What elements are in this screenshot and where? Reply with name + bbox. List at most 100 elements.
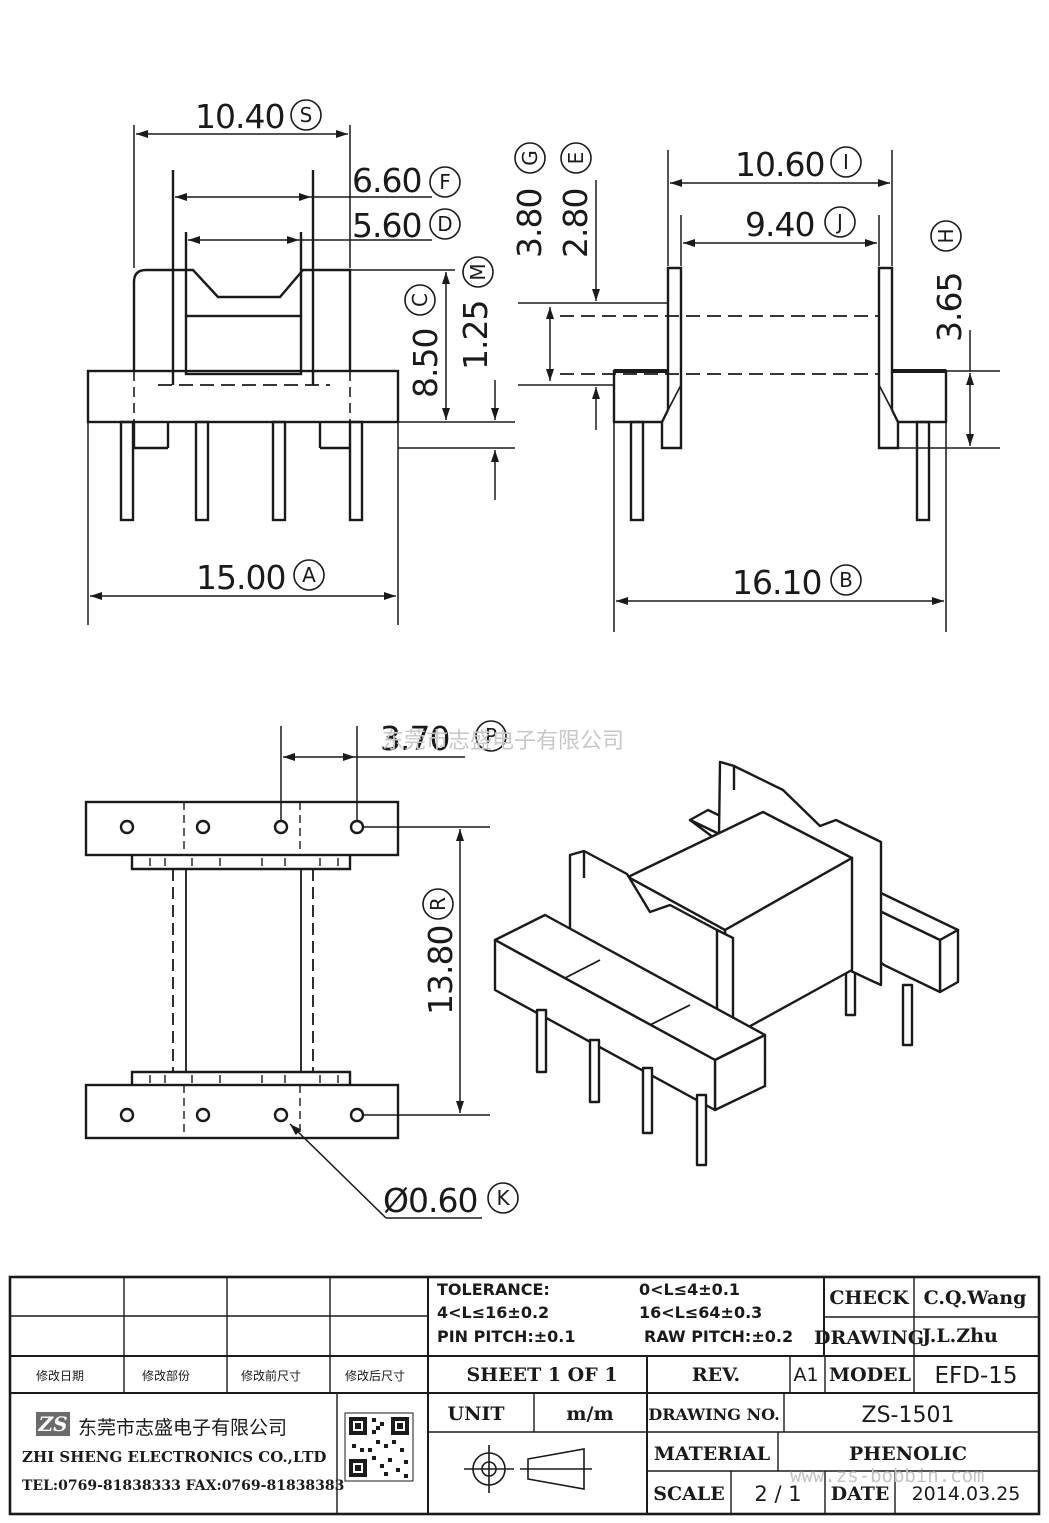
pin-hole bbox=[349, 819, 365, 835]
dim-E-bubble bbox=[560, 142, 592, 174]
dim-R-value: 13.80 bbox=[421, 926, 460, 1015]
side-pin-left bbox=[629, 420, 645, 522]
dim-I-letter: I bbox=[843, 150, 849, 174]
scale-row: SCALE 2 / 1 DATE 2014.03.25 bbox=[653, 1482, 1020, 1506]
unit-row: UNIT m/m DRAWING NO. ZS-1501 bbox=[448, 1403, 955, 1428]
dim-C-letter: C bbox=[408, 293, 432, 307]
title-block bbox=[8, 1275, 1041, 1516]
dim-M-value: 1.25 bbox=[456, 301, 495, 370]
dim-G-value: 3.80 bbox=[510, 189, 549, 258]
approval-cells: CHECK C.Q.Wang DRAWING J.L.Zhu bbox=[814, 1287, 1026, 1349]
pin-hole bbox=[349, 1107, 365, 1123]
date-label: DATE bbox=[831, 1483, 890, 1505]
tolerance-1: 0<L≤4±0.1 bbox=[639, 1280, 740, 1299]
dim-B-letter: B bbox=[839, 568, 853, 592]
front-pin-3 bbox=[271, 420, 287, 522]
dim-H-value: 3.65 bbox=[930, 273, 969, 342]
dim-J-value: 9.40 bbox=[745, 205, 814, 244]
dim-R-letter: R bbox=[426, 897, 450, 911]
dim-D-value: 5.60 bbox=[352, 206, 421, 245]
qr-code bbox=[344, 1412, 414, 1482]
company-contact: TEL:0769-81838333 FAX:0769-81838383 bbox=[22, 1478, 344, 1494]
dim-D-bubble bbox=[429, 208, 461, 240]
rev-value: A1 bbox=[793, 1364, 818, 1386]
front-wall-outline bbox=[132, 268, 352, 371]
dim-J-bubble bbox=[824, 206, 856, 238]
dim-J-letter: J bbox=[835, 210, 843, 234]
check-value: C.Q.Wang bbox=[924, 1287, 1027, 1309]
front-pin-2 bbox=[194, 420, 210, 522]
dim-M-letter: M bbox=[466, 263, 490, 280]
scale-value: 2 / 1 bbox=[754, 1482, 801, 1506]
dim-H-bubble bbox=[930, 220, 962, 252]
dim-K-letter: K bbox=[496, 1186, 510, 1210]
logo-text: ZS bbox=[37, 1412, 67, 1436]
dim-I-bubble bbox=[830, 146, 862, 178]
drawing-value: J.L.Zhu bbox=[920, 1325, 998, 1347]
pin-pitch: PIN PITCH:±0.1 bbox=[437, 1327, 576, 1346]
material-label: MATERIAL bbox=[654, 1443, 770, 1465]
rev-label: REV. bbox=[692, 1364, 740, 1386]
sheet-row: SHEET 1 OF 1 REV. A1 MODEL EFD-15 bbox=[466, 1363, 1017, 1389]
dim-A-letter: A bbox=[302, 563, 316, 587]
model-value: EFD-15 bbox=[934, 1363, 1017, 1389]
dim-S-bubble bbox=[290, 99, 322, 131]
pin-hole bbox=[119, 819, 135, 835]
dim-G-bubble bbox=[514, 142, 546, 174]
dim-M-bubble bbox=[462, 256, 494, 288]
dim-H-letter: H bbox=[934, 228, 958, 243]
sheet-count: SHEET 1 OF 1 bbox=[466, 1364, 617, 1386]
material-row: MATERIAL PHENOLIC bbox=[654, 1443, 967, 1465]
material-value: PHENOLIC bbox=[849, 1443, 967, 1465]
front-view bbox=[86, 170, 400, 522]
dim-P-bubble bbox=[475, 720, 507, 752]
tolerance-notes: TOLERANCE: 0<L≤4±0.1 4<L≤16±0.2 16<L≤64±… bbox=[437, 1280, 793, 1346]
dim-I-value: 10.60 bbox=[735, 145, 824, 184]
drawing-no-label: DRAWING NO. bbox=[648, 1405, 779, 1424]
pin-hole bbox=[119, 1107, 135, 1123]
drawing-label: DRAWING bbox=[814, 1327, 924, 1349]
rev-header-before: 修改前尺寸 bbox=[241, 1368, 301, 1383]
dim-K-bubble bbox=[487, 1182, 519, 1214]
scale-label: SCALE bbox=[653, 1483, 724, 1505]
watermark-company: 东莞市志盛电子有限公司 bbox=[382, 729, 624, 754]
top-dimensions bbox=[280, 726, 490, 1219]
company-info: ZS 东莞市志盛电子有限公司 ZHI SHENG ELECTRONICS CO.… bbox=[22, 1412, 414, 1494]
side-pin-right bbox=[915, 420, 931, 522]
check-label: CHECK bbox=[829, 1287, 910, 1309]
rev-header-date: 修改日期 bbox=[36, 1368, 84, 1383]
model-label: MODEL bbox=[829, 1364, 911, 1386]
dim-P-letter: P bbox=[485, 724, 497, 748]
raw-pitch: RAW PITCH:±0.2 bbox=[644, 1327, 793, 1346]
dim-C-value: 8.50 bbox=[406, 329, 445, 398]
tolerance-3: 16<L≤64±0.3 bbox=[639, 1303, 762, 1322]
top-step-upper bbox=[130, 855, 352, 871]
company-logo: ZS bbox=[36, 1412, 70, 1436]
top-flange-lower bbox=[84, 1083, 400, 1140]
side-left-flange bbox=[612, 266, 683, 450]
front-core-window bbox=[184, 314, 303, 376]
unit-label: UNIT bbox=[448, 1403, 505, 1425]
dim-F-letter: F bbox=[439, 170, 451, 194]
revision-headers: 修改日期 修改部份 修改前尺寸 修改后尺寸 bbox=[36, 1368, 405, 1383]
company-name-en: ZHI SHENG ELECTRONICS CO.,LTD bbox=[22, 1448, 326, 1466]
dim-S-letter: S bbox=[300, 103, 313, 127]
top-view bbox=[84, 800, 400, 1140]
dim-C-bubble bbox=[404, 284, 436, 316]
tolerance-label: TOLERANCE: bbox=[437, 1280, 550, 1299]
pin-hole bbox=[195, 819, 211, 835]
dim-F-bubble bbox=[429, 166, 461, 198]
dim-G-letter: G bbox=[518, 150, 542, 166]
tolerance-2: 4<L≤16±0.2 bbox=[437, 1303, 549, 1322]
watermark-website: www.zs-bobbin.com bbox=[790, 1465, 984, 1487]
company-name-cn: 东莞市志盛电子有限公司 bbox=[78, 1417, 287, 1439]
dim-A-bubble bbox=[293, 559, 325, 591]
pin-hole bbox=[195, 1107, 211, 1123]
dim-B-value: 16.10 bbox=[732, 563, 821, 602]
front-pin-4 bbox=[348, 420, 364, 522]
isometric-view bbox=[493, 760, 960, 1167]
dimension-labels: 10.40 S 6.60 F 5.60 D 8.50 C 1.25 M 3.80 bbox=[195, 97, 969, 1220]
dim-E-value: 2.80 bbox=[556, 189, 595, 258]
pin-hole bbox=[273, 1107, 289, 1123]
